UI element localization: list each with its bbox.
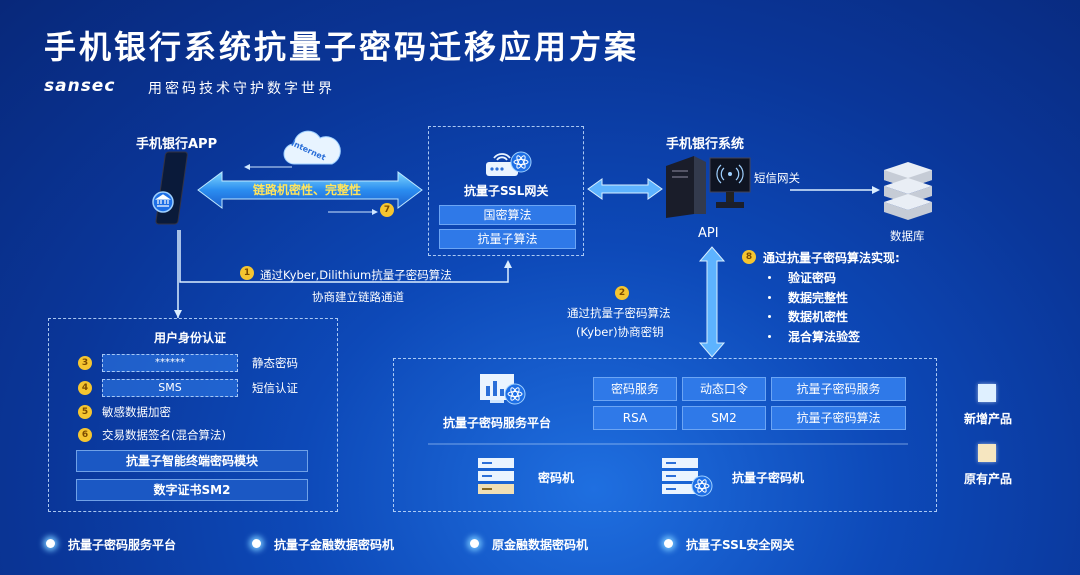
footer-dot [252,539,261,548]
legend-new-swatch [978,384,996,402]
svc-otp: 动态口令 [682,377,766,401]
step-2-badge: 2 [615,286,629,300]
slogan: 用密码技术守护数字世界 [148,81,335,97]
sensitive-encrypt-label: 敏感数据加密 [102,405,171,419]
legend-new-label: 新增产品 [964,412,1013,426]
static-password-label: 静态密码 [252,356,298,370]
footer-item-2: 抗量子金融数据密码机 [274,538,395,552]
algo-quantum: 抗量子密码算法 [771,406,906,430]
footer-dot [470,539,479,548]
step-4-badge: 4 [78,381,92,395]
platform-box [393,358,937,512]
step-8-item-1: 验证密码 [788,271,837,285]
terminal-module: 抗量子智能终端密码模块 [76,450,308,472]
gateway-icon [484,148,532,180]
platform-label: 抗量子密码服务平台 [443,416,552,430]
step-8-item-3: 数据机密性 [788,310,849,324]
step-6-badge: 6 [78,428,92,442]
legend-old-label: 原有产品 [964,472,1013,486]
sms-gateway-label: 短信网关 [754,171,800,185]
password-field[interactable]: ****** [102,354,238,372]
quantum-hsm-label: 抗量子密码机 [732,471,805,485]
bullet [768,296,771,299]
sms-field[interactable]: SMS [102,379,238,397]
hsm-label: 密码机 [538,471,575,485]
database-label: 数据库 [890,229,925,243]
link-pipe-arrow [197,171,423,209]
step-8-item-4: 混合算法验签 [788,330,861,344]
api-label: API [698,226,719,241]
auth-box [48,318,338,512]
step-8-item-2: 数据完整性 [788,291,849,305]
step-1-line1: 通过Kyber,Dilithium抗量子密码算法 [260,268,452,282]
auth-title: 用户身份认证 [154,331,227,345]
step-2-line2: (Kyber)协商密钥 [576,325,664,339]
quantum-hsm-icon [660,456,714,500]
footer-item-3: 原金融数据密码机 [492,538,589,552]
gateway-algo-guomi: 国密算法 [439,205,576,225]
step-2-line1: 通过抗量子密码算法 [567,306,671,320]
cert-sm2: 数字证书SM2 [76,479,308,501]
sms-auth-label: 短信认证 [252,381,298,395]
pipe-label: 链路机密性、完整性 [253,183,362,197]
ssl-gateway-box [428,126,584,256]
footer-dot [46,539,55,548]
bullet [768,315,771,318]
footer-item-4: 抗量子SSL安全网关 [686,538,795,552]
app-label: 手机银行APP [136,137,218,152]
step-7-badge: 7 [380,203,394,217]
step-8-title: 通过抗量子密码算法实现: [763,251,900,265]
step-8-badge: 8 [742,250,756,264]
system-label: 手机银行系统 [666,137,745,152]
algo-sm2: SM2 [682,406,766,430]
step-5-badge: 5 [78,405,92,419]
phone-icon [148,150,192,228]
legend-old-swatch [978,444,996,462]
bullet [768,335,771,338]
cloud-icon [282,126,342,170]
footer-item-1: 抗量子密码服务平台 [68,538,177,552]
page-title: 手机银行系统抗量子密码迁移应用方案 [44,28,640,66]
svc-crypto: 密码服务 [593,377,677,401]
brand-logo: sansec [44,76,116,96]
platform-icon [478,372,526,408]
gateway-label: 抗量子SSL网关 [464,184,549,198]
footer-dot [664,539,673,548]
server-icon [662,152,754,222]
database-icon [880,160,936,224]
hsm-icon [476,456,516,496]
tx-sign-label: 交易数据签名(混合算法) [102,428,226,442]
bullet [768,276,771,279]
step-1-badge: 1 [240,266,254,280]
step-1-line2: 协商建立链路通道 [312,290,404,304]
algo-rsa: RSA [593,406,677,430]
svc-quantum: 抗量子密码服务 [771,377,906,401]
step-3-badge: 3 [78,356,92,370]
gateway-algo-quantum: 抗量子算法 [439,229,576,249]
